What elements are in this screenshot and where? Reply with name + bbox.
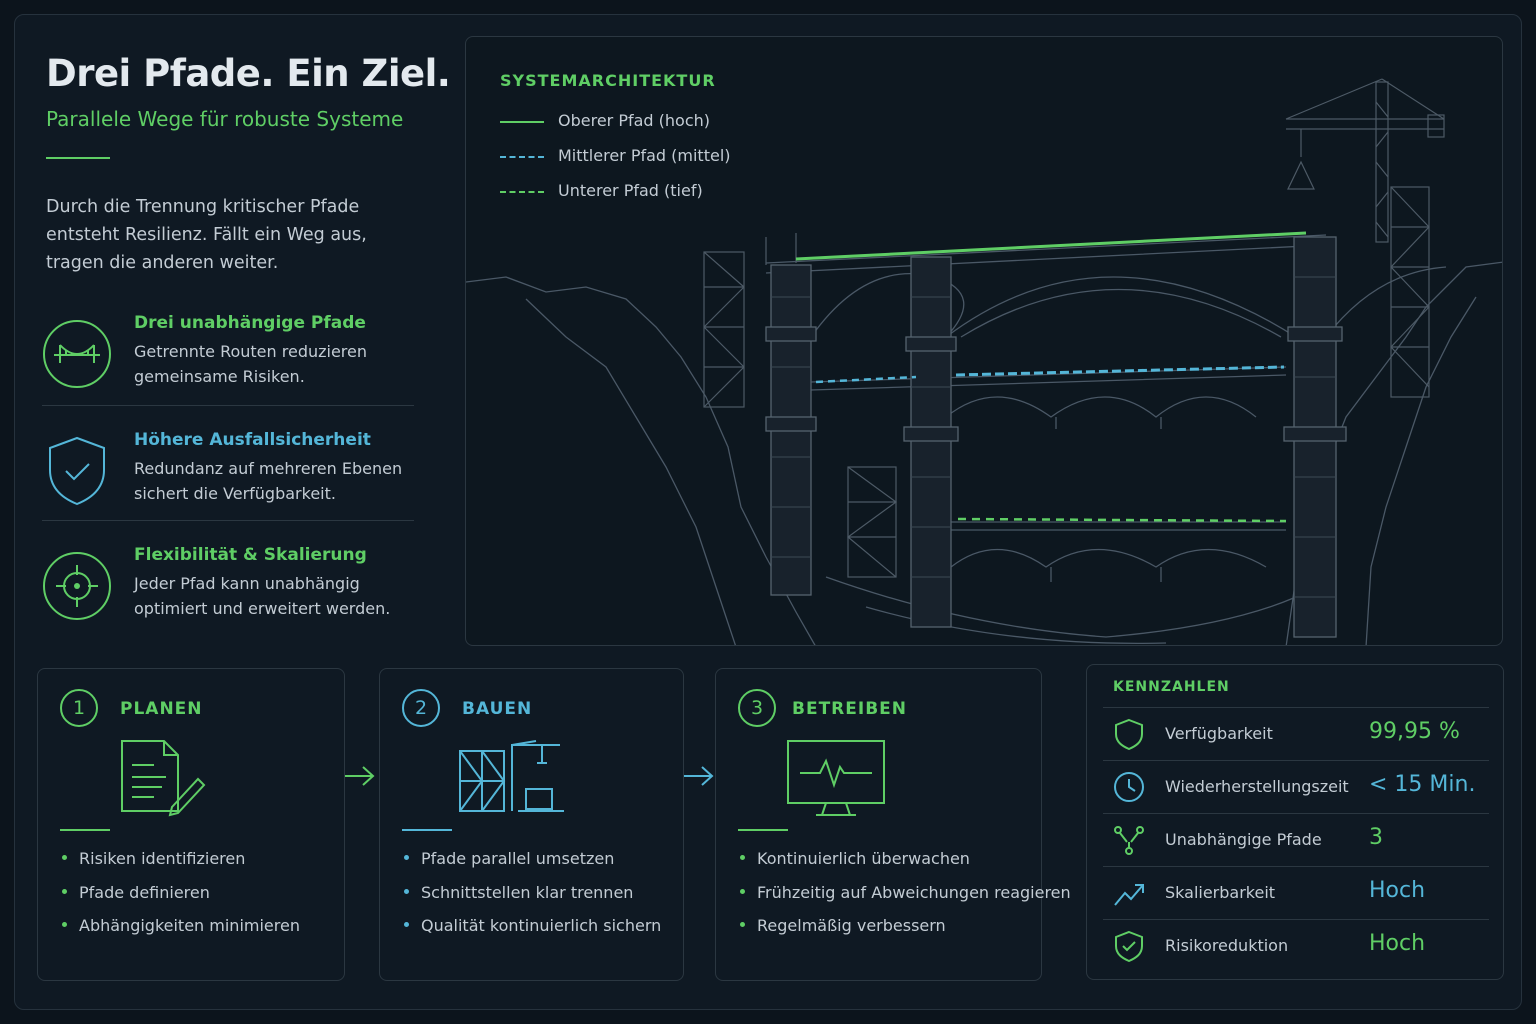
document-pen-icon (121, 740, 206, 817)
step-operate: 3 BETREIBEN Kontinuierlich überwachen Fr… (715, 668, 1071, 981)
list-item: Kontinuierlich überwachen (740, 849, 1071, 883)
kpi-label: Risikoreduktion (1165, 936, 1289, 955)
intro-text: Durch die Trennung kritischer Pfade ents… (46, 197, 367, 273)
kpi-label: Skalierbarkeit (1165, 883, 1276, 902)
step-number: 1 (60, 689, 98, 727)
list-item: Abhängigkeiten minimieren (62, 916, 300, 950)
target-icon (43, 552, 111, 620)
feature-desc: Getrennte Routen reduzieren gemeinsame R… (134, 342, 368, 386)
kpi-value: Hoch (1369, 931, 1426, 956)
page-subtitle: Parallele Wege für robuste Systeme (46, 107, 404, 131)
construction-crane-icon (459, 740, 564, 812)
step-title: PLANEN (120, 699, 203, 719)
list-item: Qualität kontinuierlich sichern (404, 916, 661, 950)
legend-line (500, 190, 544, 193)
feature-title: Flexibilität & Skalierung (134, 545, 367, 565)
monitor-pulse-icon (787, 740, 885, 816)
intro-section: Drei Pfade. Ein Ziel. Parallele Wege für… (46, 52, 451, 277)
shield-icon (1115, 718, 1143, 750)
kpi-value: 3 (1369, 825, 1383, 850)
legend-label: Mittlerer Pfad (mittel) (558, 146, 731, 165)
list-item: Regelmäßig verbessern (740, 916, 1071, 950)
accent-line (46, 157, 110, 159)
legend-label: Unterer Pfad (tief) (558, 181, 703, 200)
step-list: Kontinuierlich überwachen Frühzeitig auf… (740, 849, 1071, 950)
feature-desc: Redundanz auf mehreren Ebenen sichert di… (134, 459, 403, 503)
kpi-value: Hoch (1369, 878, 1426, 903)
kpi-value: 99,95 % (1369, 719, 1460, 744)
feature-desc: Jeder Pfad kann unabhängig optimiert und… (134, 574, 391, 618)
shield-check-icon (1115, 930, 1143, 962)
feature-flexibility: Flexibilität & Skalierung Jeder Pfad kan… (42, 545, 414, 649)
kpi-row: Skalierbarkeit Hoch (1103, 866, 1489, 919)
step-title: BAUEN (462, 699, 533, 719)
clock-icon (1114, 772, 1144, 802)
shield-check-icon (49, 436, 105, 506)
kpi-value: < 15 Min. (1369, 772, 1476, 797)
trend-up-icon (1114, 884, 1144, 906)
step-underline (60, 829, 110, 831)
architecture-title: SYSTEMARCHITEKTUR (500, 71, 716, 90)
list-item: Pfade parallel umsetzen (404, 849, 661, 883)
step-list: Pfade parallel umsetzen Schnittstellen k… (404, 849, 661, 950)
feature-independent-paths: Drei unabhängige Pfade Getrennte Routen … (42, 313, 414, 417)
divider (42, 520, 414, 521)
branch-icon (1114, 826, 1144, 855)
architecture-panel: SYSTEMARCHITEKTUR Oberer Pfad (hoch) Mit… (465, 36, 1503, 646)
kpi-label: Wiederherstellungszeit (1165, 777, 1349, 796)
kpi-panel: KENNZAHLEN Verfügbarkeit 99,95 % Wiederh… (1086, 664, 1504, 980)
legend-label: Oberer Pfad (hoch) (558, 111, 711, 130)
kpi-title: KENNZAHLEN (1113, 679, 1230, 695)
step-title: BETREIBEN (792, 699, 907, 719)
step-number: 3 (738, 689, 776, 727)
arrow-right-icon (684, 766, 714, 786)
step-underline (738, 829, 788, 831)
step-underline (402, 829, 452, 831)
kpi-label: Unabhängige Pfade (1165, 830, 1322, 849)
arrow-right-icon (345, 766, 375, 786)
step-number: 2 (402, 689, 440, 727)
feature-title: Höhere Ausfallsicherheit (134, 430, 371, 450)
list-item: Risiken identifizieren (62, 849, 300, 883)
kpi-row: Verfügbarkeit 99,95 % (1103, 707, 1489, 760)
divider (42, 405, 414, 406)
legend-line (500, 155, 544, 158)
step-build: 2 BAUEN Pfade parallel umsetzen Schnitts… (379, 668, 684, 981)
legend-item-middle: Mittlerer Pfad (mittel) (500, 146, 731, 165)
list-item: Frühzeitig auf Abweichungen reagieren (740, 883, 1071, 917)
page-title: Drei Pfade. Ein Ziel. (46, 52, 451, 95)
kpi-row: Unabhängige Pfade 3 (1103, 813, 1489, 866)
feature-title: Drei unabhängige Pfade (134, 313, 366, 333)
kpi-label: Verfügbarkeit (1165, 724, 1273, 743)
kpi-row: Wiederherstellungszeit < 15 Min. (1103, 760, 1489, 813)
list-item: Schnittstellen klar trennen (404, 883, 661, 917)
step-list: Risiken identifizieren Pfade definieren … (62, 849, 300, 950)
kpi-row: Risikoreduktion Hoch (1103, 919, 1489, 972)
legend-line (500, 120, 544, 123)
legend-item-upper: Oberer Pfad (hoch) (500, 111, 710, 130)
bridge-icon (43, 320, 111, 388)
feature-reliability: Höhere Ausfallsicherheit Redundanz auf m… (42, 430, 414, 534)
step-plan: 1 PLANEN Risiken identifizieren Pfade de… (37, 668, 345, 981)
legend-item-lower: Unterer Pfad (tief) (500, 181, 703, 200)
bridge-illustration (466, 78, 1502, 645)
list-item: Pfade definieren (62, 883, 300, 917)
